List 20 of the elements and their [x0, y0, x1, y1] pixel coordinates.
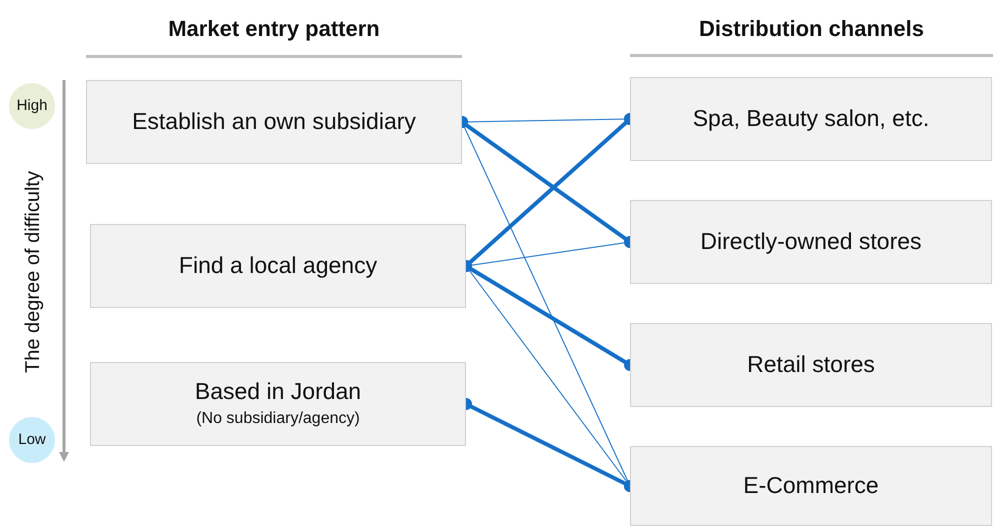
- axis-label: The degree of difficulty: [21, 171, 45, 373]
- column-heading: Market entry pattern: [167, 15, 381, 43]
- box-title: Spa, Beauty salon, etc.: [692, 104, 930, 134]
- box-title: Establish an own subsidiary: [132, 107, 416, 136]
- box-title: Retail stores: [747, 350, 875, 380]
- level-label: Low: [18, 430, 46, 450]
- category-box: [630, 77, 992, 161]
- category-box: [630, 446, 992, 526]
- level-label: High: [16, 96, 48, 116]
- category-box: [630, 200, 992, 284]
- box-title: Find a local agency: [178, 251, 378, 280]
- category-box: [90, 362, 466, 446]
- box-title: Directly-owned stores: [700, 227, 922, 256]
- box-note: (No subsidiary/agency): [196, 408, 360, 429]
- column-heading: Distribution channels: [698, 15, 925, 43]
- box-title: Based in Jordan: [194, 377, 362, 406]
- box-title: E-Commerce: [743, 471, 879, 500]
- category-box: [630, 323, 992, 407]
- category-box: [86, 80, 462, 164]
- category-box: [90, 224, 466, 308]
